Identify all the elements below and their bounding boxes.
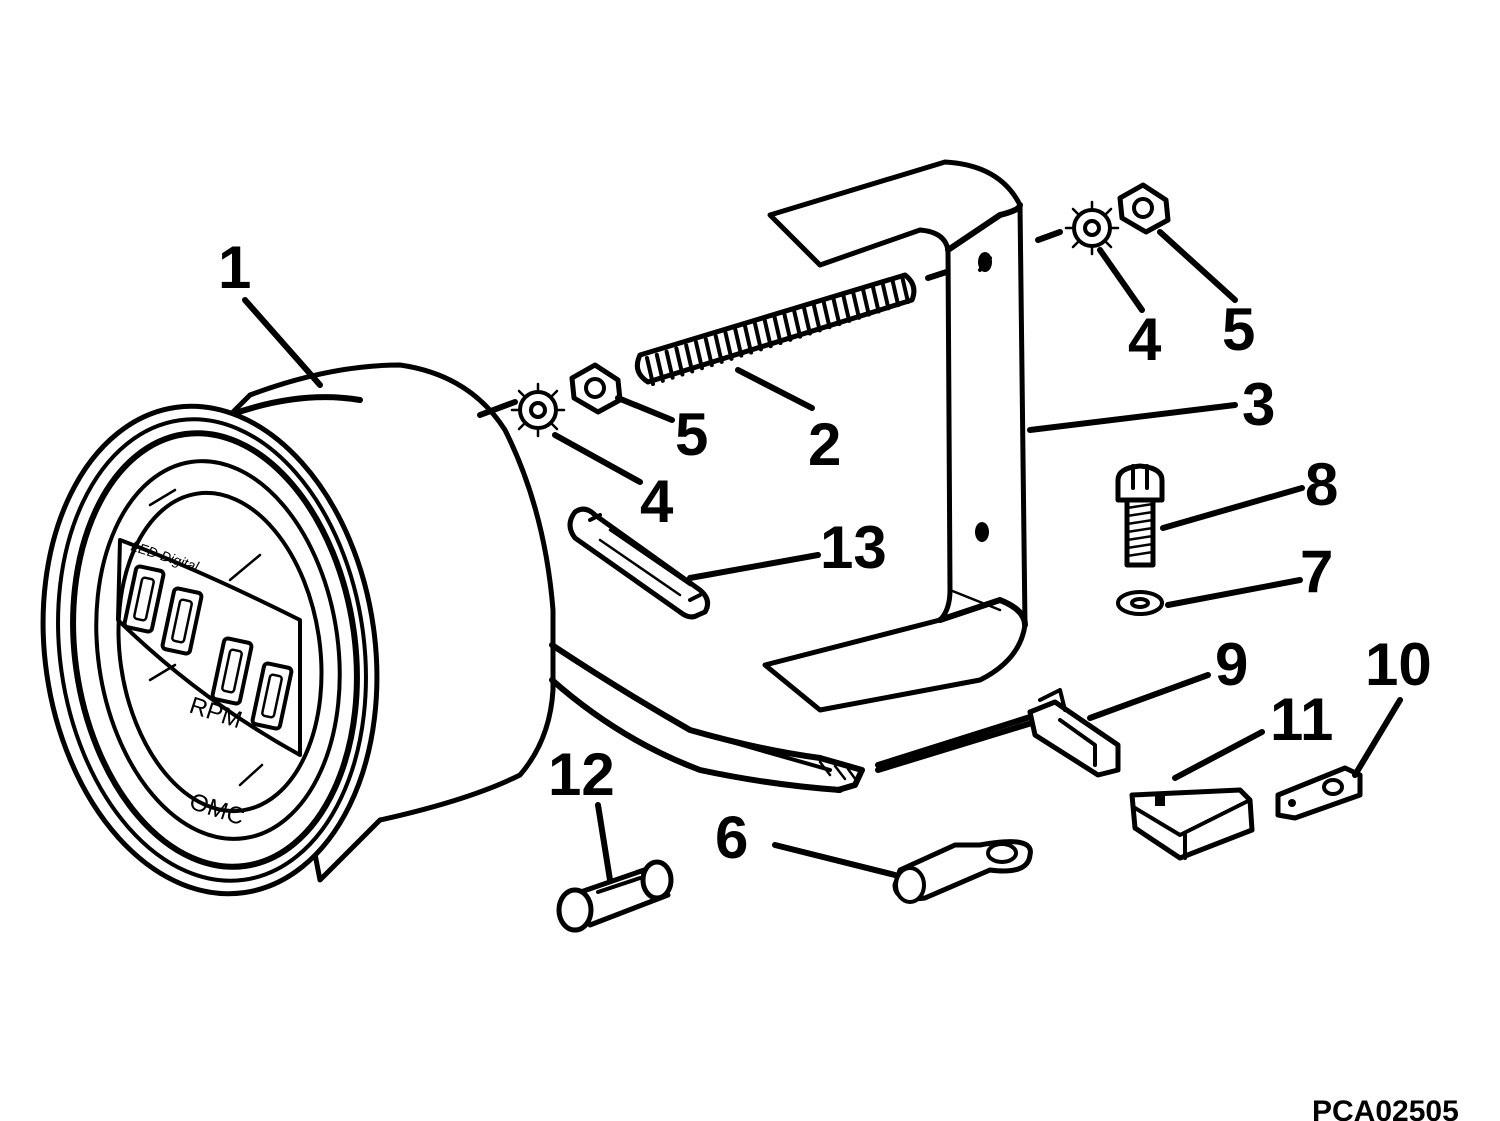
leader-7: [1165, 577, 1303, 608]
flat-tab-terminal: [1275, 765, 1363, 821]
hex-nut-left: [569, 362, 623, 415]
leader-6: [772, 842, 898, 878]
inline-fuse-holder: [567, 506, 711, 620]
callout-labels: 1 2 3 4 4 5 5 6 7 8 9 10 11 12 13: [218, 234, 1432, 871]
leader-bracket-top: [1035, 229, 1063, 243]
figure-code: PCA02505: [1312, 1095, 1459, 1121]
tachometer-gauge: LED Digital RPM OMC: [40, 362, 865, 897]
callout-3: 3: [1242, 371, 1275, 438]
leader-10: [1352, 697, 1403, 778]
leader-5a: [615, 395, 675, 423]
leader-body: [477, 399, 518, 418]
callout-2: 2: [808, 411, 841, 478]
lock-washer-right: [1064, 200, 1120, 256]
callout-10: 10: [1365, 631, 1432, 698]
callout-11: 11: [1270, 686, 1333, 753]
mounting-bracket: [762, 159, 1028, 713]
leader-12: [595, 802, 613, 883]
callout-5a: 5: [675, 401, 708, 468]
leader-lines: [242, 229, 1403, 883]
callout-5b: 5: [1222, 296, 1255, 363]
slotted-screw: [1115, 463, 1165, 568]
hex-nut-right: [1117, 182, 1171, 235]
callout-7: 7: [1300, 538, 1333, 605]
leader-2: [735, 367, 815, 411]
callout-4b: 4: [1128, 306, 1162, 373]
callout-6: 6: [715, 804, 748, 871]
lock-washer-left: [510, 382, 566, 438]
leader-3: [1027, 402, 1238, 433]
leader-13: [687, 552, 821, 581]
leader-1: [242, 297, 323, 388]
ring-terminal: [892, 839, 1033, 904]
leader-8: [1160, 485, 1305, 531]
callout-4a: 4: [640, 468, 674, 535]
star-washer: [1116, 590, 1164, 616]
callout-1: 1: [218, 234, 251, 301]
cartridge-fuse: [556, 859, 674, 933]
callout-9: 9: [1215, 631, 1248, 698]
leader-11: [1172, 729, 1265, 781]
leader-4b: [1097, 247, 1145, 313]
callout-12: 12: [548, 741, 615, 808]
callout-13: 13: [820, 514, 887, 581]
leader-9: [1087, 672, 1211, 721]
spade-terminal: [1129, 787, 1255, 861]
callout-8: 8: [1305, 451, 1338, 518]
threaded-stud: [634, 262, 971, 386]
leader-5b: [1157, 229, 1238, 303]
blade-connector: [875, 688, 1121, 778]
leader-4a: [552, 432, 643, 485]
